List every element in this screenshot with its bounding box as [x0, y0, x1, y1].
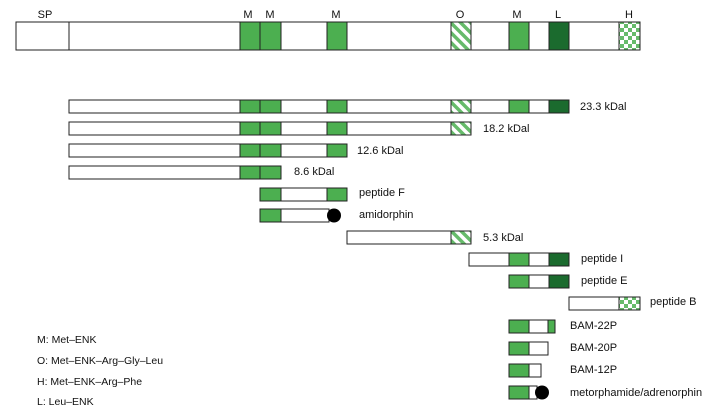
leu-enk-segment: [548, 252, 570, 267]
legend-leu-enk: L: Leu–ENK: [37, 396, 94, 408]
fragment-label-peptide-i: peptide I: [581, 253, 624, 265]
met-enk-segment: [239, 121, 261, 136]
legend-met-enk-arg-phe: H: Met–ENK–Arg–Phe: [37, 376, 143, 388]
met-enk-segment: [508, 341, 530, 356]
fragment-bar-23kd: [68, 99, 570, 114]
fragment-label-18kd: 18.2 kDal: [483, 123, 530, 135]
met-enk-segment: [508, 252, 530, 267]
met-enk-segment: [508, 319, 530, 334]
met-enk-segment: [259, 208, 282, 223]
fragment-label-5kd: 5.3 kDal: [483, 232, 524, 244]
met-enk-segment: [259, 99, 282, 114]
met-enk-segment: [508, 274, 530, 289]
met-enk-arg-gly-leu-segment: [450, 99, 472, 114]
met-enk-segment: [259, 165, 282, 180]
met-enk-segment: [326, 99, 348, 114]
met-enk-segment: [508, 99, 530, 114]
header-label-o: O: [455, 9, 465, 21]
met-enk-segment: [508, 363, 530, 378]
fragment-bar-peptide-b: [568, 296, 641, 311]
fragment-label-bam20p: BAM-20P: [570, 342, 618, 354]
met-enk-arg-phe-segment: [618, 21, 641, 51]
met-enk-segment: [508, 21, 530, 51]
fragment-label-23kd: 23.3 kDal: [580, 101, 627, 113]
fragment-label-peptide-b: peptide B: [650, 296, 697, 308]
met-enk-segment: [326, 121, 348, 136]
met-enk-segment: [239, 21, 261, 51]
fragment-bar-12kd: [68, 143, 348, 158]
fragment-label-bam22p: BAM-22P: [570, 320, 618, 332]
header-label-h: H: [625, 9, 633, 21]
leu-enk-segment: [548, 99, 570, 114]
fragment-label-metorphamide: metorphamide/adrenorphin: [570, 387, 703, 399]
met-enk-segment: [259, 21, 282, 51]
leu-enk-segment: [548, 21, 570, 51]
fragment-bar-bam22p: [508, 319, 556, 334]
amide-end-dot: [327, 208, 341, 223]
met-enk-segment: [239, 143, 261, 158]
legend-met-enk-arg-gly-leu: O: Met–ENK–Arg–Gly–Leu: [37, 355, 164, 367]
fragment-bar-bam20p: [508, 341, 549, 356]
legend-met-enk: M: Met–ENK: [37, 334, 97, 346]
fragment-bar-5kd: [346, 230, 472, 245]
met-enk-segment: [326, 21, 348, 51]
met-enk-segment: [326, 143, 348, 158]
fragment-label-12kd: 12.6 kDal: [357, 145, 404, 157]
fragment-bar-18kd: [68, 121, 472, 136]
fragment-label-peptide-e: peptide E: [581, 275, 628, 287]
met-enk-segment: [259, 121, 282, 136]
header-label-m3: M: [331, 9, 341, 21]
fragment-bar-peptide-f: [259, 187, 348, 202]
leu-enk-segment: [548, 274, 570, 289]
fragment-label-amidorphin: amidorphin: [359, 209, 414, 221]
met-enk-segment: [547, 319, 556, 334]
fragment-bar-metorphamide: [508, 385, 549, 400]
fragment-bar-amidorphin: [259, 208, 341, 223]
amide-end-dot: [535, 385, 549, 400]
met-enk-arg-gly-leu-segment: [450, 230, 472, 245]
header-label-m2: M: [265, 9, 275, 21]
met-enk-segment: [239, 99, 261, 114]
met-enk-segment: [508, 385, 530, 400]
fragment-label-peptide-f: peptide F: [359, 187, 405, 199]
fragment-bar-bam12p: [508, 363, 542, 378]
fragment-bar-8kd: [68, 165, 282, 180]
met-enk-arg-gly-leu-segment: [450, 21, 472, 51]
fragment-label-8kd: 8.6 kDal: [294, 166, 335, 178]
header-label-m1: M: [243, 9, 253, 21]
met-enk-segment: [259, 187, 282, 202]
met-enk-segment: [239, 165, 261, 180]
precursor-bar: [15, 21, 641, 51]
header-label-l: L: [554, 9, 562, 21]
met-enk-segment: [259, 143, 282, 158]
fragment-label-bam12p: BAM-12P: [570, 364, 618, 376]
met-enk-arg-phe-segment: [618, 296, 641, 311]
header-label-sp: SP: [37, 9, 53, 21]
met-enk-segment: [326, 187, 348, 202]
met-enk-arg-gly-leu-segment: [450, 121, 472, 136]
fragment-bar-peptide-e: [508, 274, 570, 289]
header-label-m4: M: [512, 9, 522, 21]
fragment-bar-peptide-i: [468, 252, 570, 267]
